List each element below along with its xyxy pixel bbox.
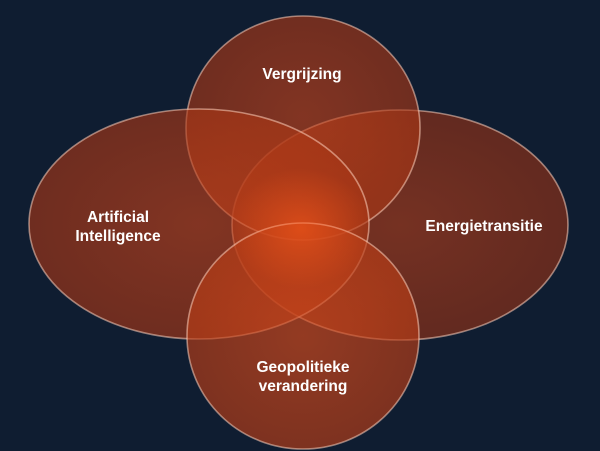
label-energietransitie: Energietransitie (425, 218, 543, 235)
label-intelligence: Intelligence (75, 228, 161, 245)
center-overlap-glow (231, 168, 371, 288)
label-verandering: verandering (259, 378, 348, 395)
label-vergrijzing: Vergrijzing (262, 66, 341, 83)
label-artificial: Artificial (87, 209, 149, 226)
label-geopolitieke: Geopolitieke (256, 359, 349, 376)
